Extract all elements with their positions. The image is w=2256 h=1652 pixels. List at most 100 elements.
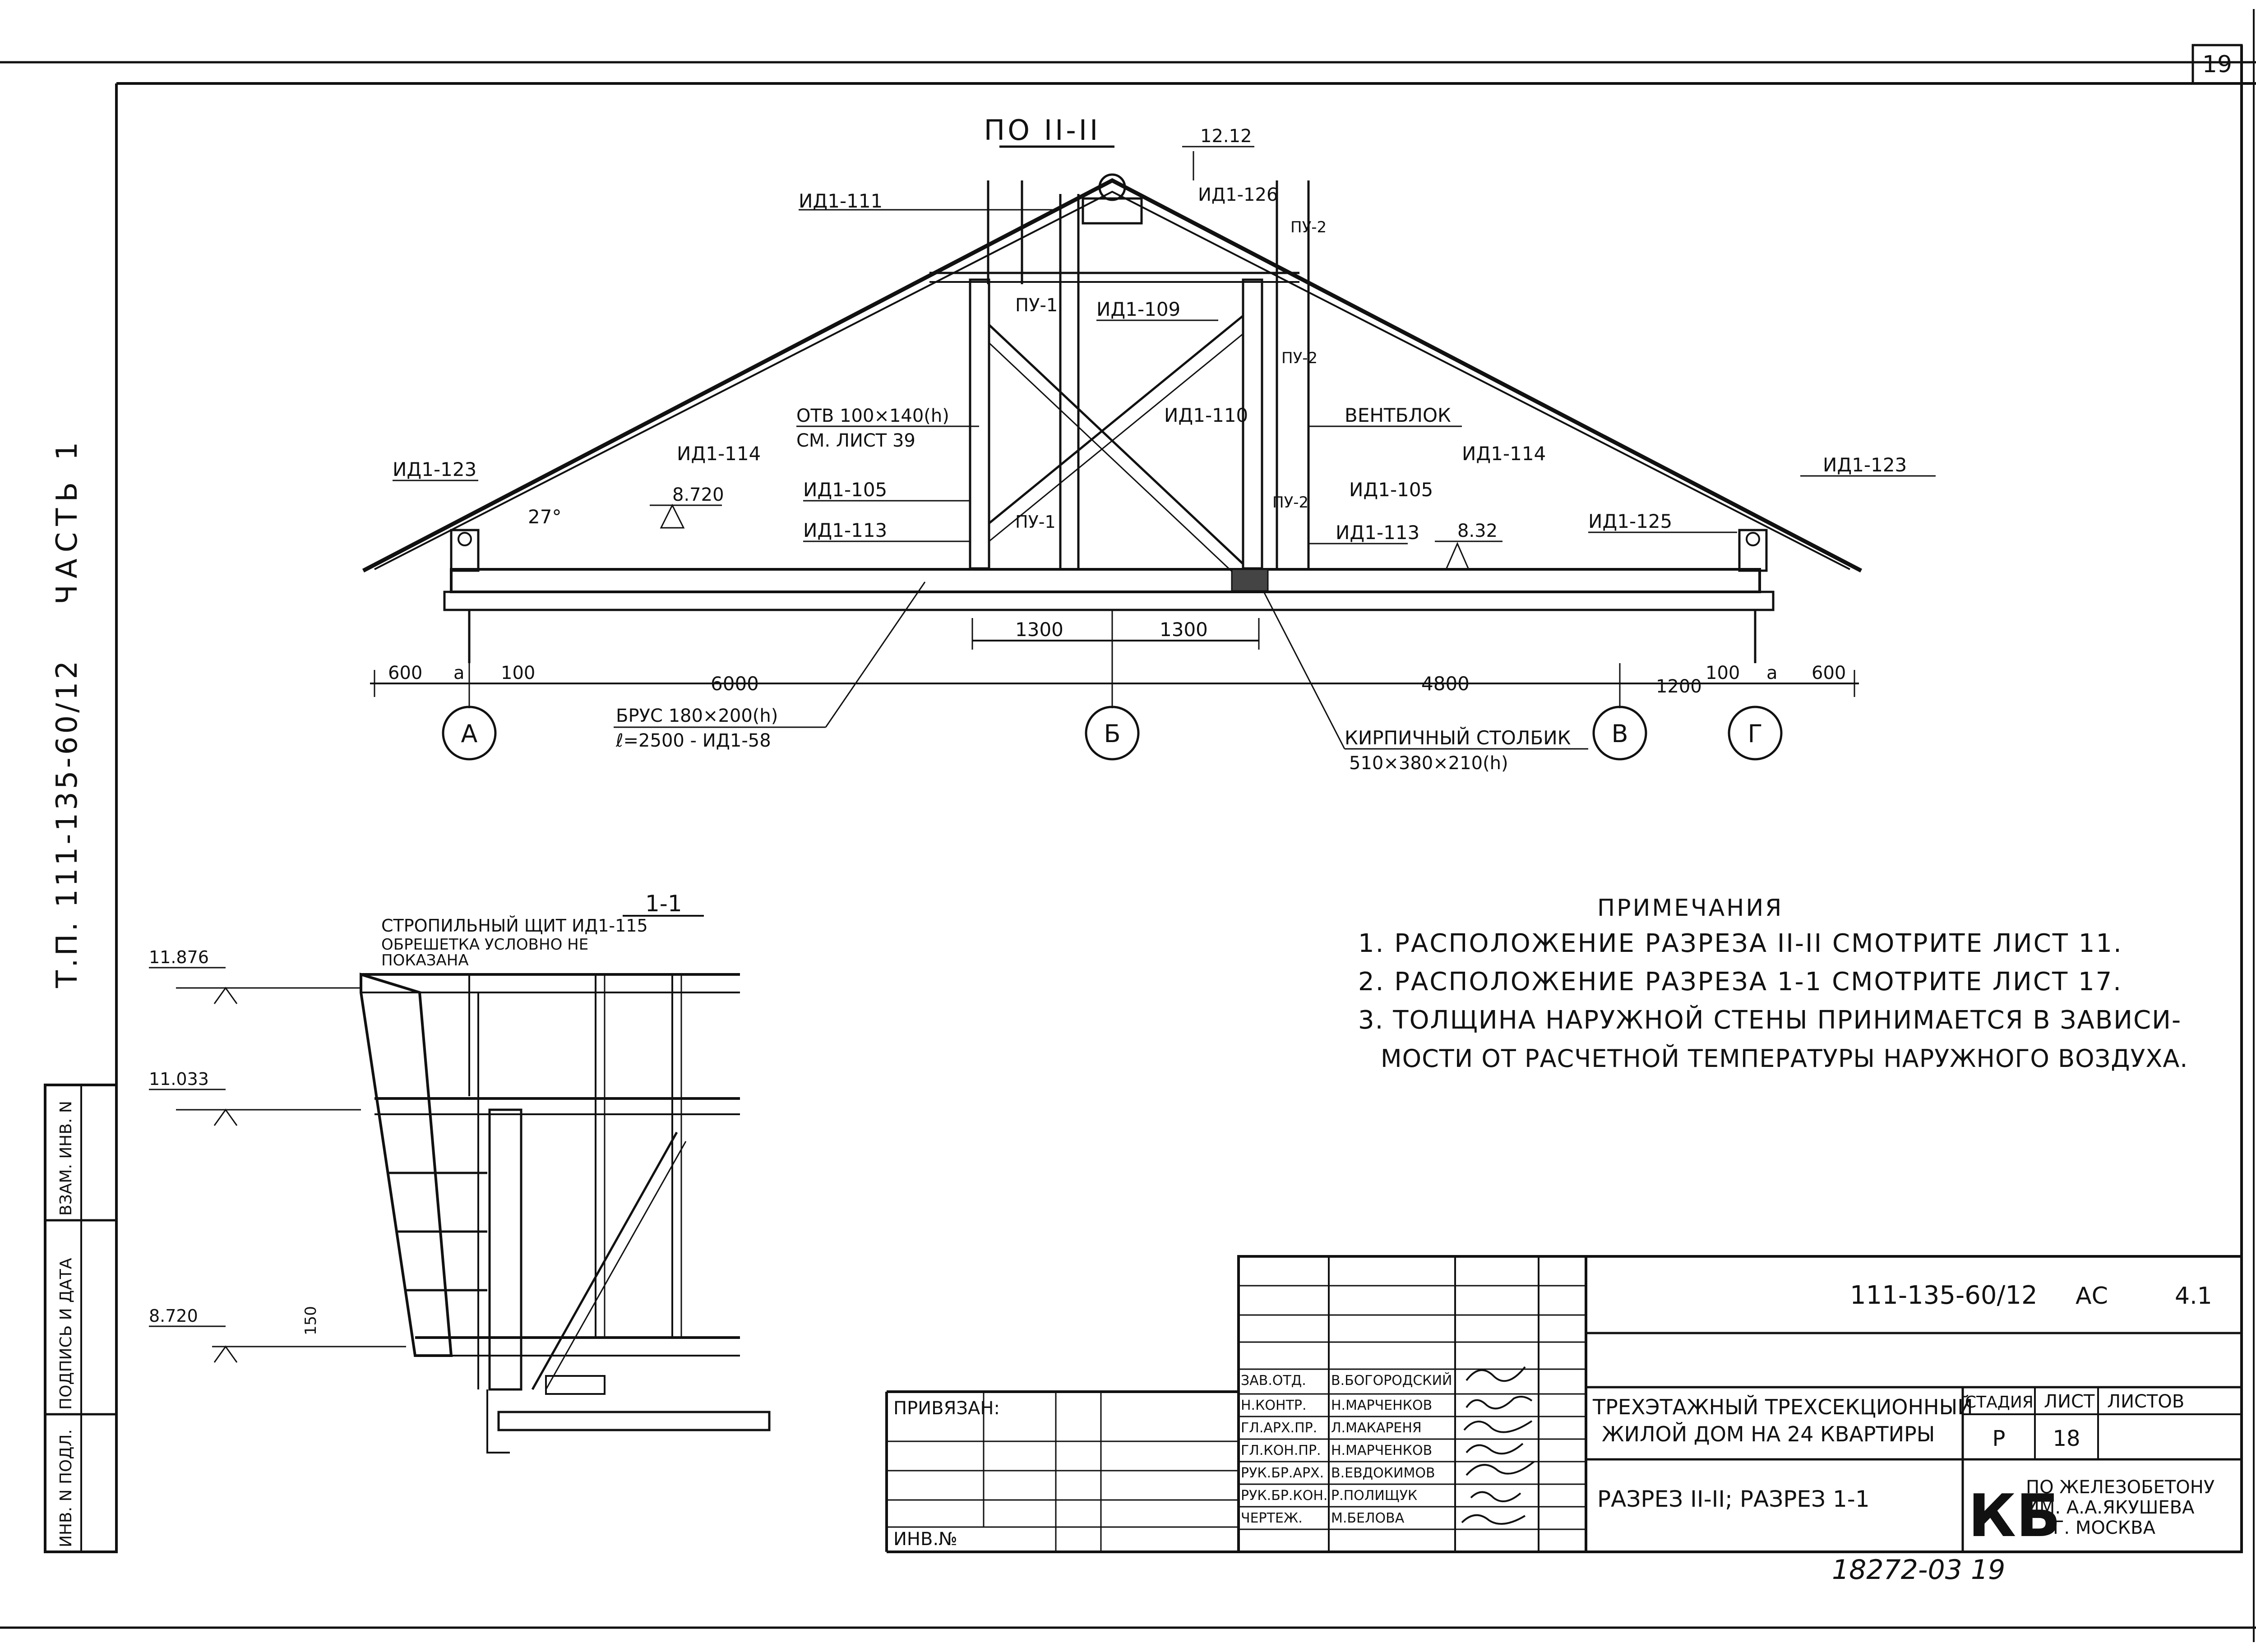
label-pu1b: ПУ-1: [1015, 512, 1056, 532]
tb-role-2: ГЛ.АРХ.ПР.: [1241, 1420, 1317, 1436]
label-id105b: ИД1-105: [1349, 479, 1433, 501]
tb-code: 111-135-60/12: [1850, 1281, 2038, 1310]
axis-b-label: Б: [1104, 720, 1120, 748]
left-strip-inv: ИНВ. N ПОДЛ.: [57, 1429, 75, 1547]
roof-outer: [362, 178, 1863, 572]
ridge-node: [1098, 173, 1126, 201]
tb-building-1: ТРЕХЭТАЖНЫЙ ТРЕХСЕКЦИОННЫЙ: [1592, 1395, 1973, 1419]
label-pu2c: ПУ-2: [1272, 494, 1308, 512]
dim-1300a: 1300: [1015, 618, 1063, 641]
elev-11033: 11.033: [149, 1069, 209, 1089]
tb-role-6: ЧЕРТЕЖ.: [1241, 1510, 1303, 1526]
floor-slab: [450, 568, 1761, 593]
label-otv1: ОТВ 100×140(h): [796, 406, 949, 426]
axis-b: [1085, 706, 1140, 761]
brus-1: БРУС 180×200(h): [616, 706, 778, 726]
label-id125: ИД1-125: [1588, 510, 1672, 532]
kirp-2: 510×380×210(h): [1349, 753, 1508, 774]
label-id114b: ИД1-114: [1462, 443, 1546, 465]
dim-6000: 6000: [711, 673, 759, 695]
notes-title: ПРИМЕЧАНИЯ: [1597, 895, 1783, 922]
tb-name-4: В.ЕВДОКИМОВ: [1331, 1465, 1435, 1481]
tb-sheet-title: РАЗРЕЗ II-II; РАЗРЕЗ 1-1: [1597, 1486, 1870, 1512]
left-strip: ИНВ. N ПОДЛ. ПОДПИСЬ И ДАТА ВЗАМ. ИНВ. N: [44, 1084, 118, 1553]
tb-name-2: Л.МАКАРЕНЯ: [1331, 1420, 1422, 1436]
side-label-part: ЧАСТЬ 1: [51, 436, 84, 605]
tb-role-4: РУК.БР.АРХ.: [1241, 1465, 1324, 1481]
tb-inv: ИНВ.№: [893, 1529, 957, 1550]
label-id113b: ИД1-113: [1336, 521, 1419, 544]
brick-post: [1231, 568, 1269, 592]
label-id126: ИД1-126: [1198, 185, 1278, 205]
elev-floor-right: 8.32: [1457, 521, 1498, 541]
label-id111: ИД1-111: [799, 190, 883, 212]
tb-listov-h: ЛИСТОВ: [2107, 1391, 2184, 1412]
note-1: 1. РАСПОЛОЖЕНИЕ РАЗРЕЗА II-II СМОТРИТЕ Л…: [1358, 929, 2123, 958]
page-number: 19: [2202, 51, 2232, 78]
notes: ПРИМЕЧАНИЯ 1. РАСПОЛОЖЕНИЕ РАЗРЕЗА II-II…: [1358, 895, 2188, 1073]
left-strip-vzam: ВЗАМ. ИНВ. N: [57, 1101, 75, 1216]
tb-name-3: Н.МАРЧЕНКОВ: [1331, 1443, 1432, 1458]
tb-org-2: ИМ. А.А.ЯКУШЕВА: [2026, 1497, 2195, 1518]
dim-150: 150: [302, 1306, 320, 1335]
section-title: ПО II-II: [984, 114, 1101, 147]
section11-label2: ОБРЕШЕТКА УСЛОВНО НЕ: [381, 936, 588, 954]
tb-stage-h: СТАДИЯ: [1965, 1393, 2034, 1412]
elev-11876: 11.876: [149, 947, 209, 967]
tb-sheetref: 4.1: [2175, 1283, 2212, 1310]
side-label-doc: Т.П. 111-135-60/12: [51, 658, 84, 988]
dim-600a: 600: [388, 663, 422, 683]
label-otv2: СМ. ЛИСТ 39: [796, 430, 915, 451]
title-block: 111-135-60/12 АС 4.1 ПРИВЯЗАН: ИНВ.№ ЗАВ…: [885, 1255, 2243, 1553]
axis-a-label: А: [461, 720, 478, 748]
tb-name-1: Н.МАРЧЕНКОВ: [1331, 1398, 1432, 1413]
note-2: 2. РАСПОЛОЖЕНИЕ РАЗРЕЗА 1-1 СМОТРИТЕ ЛИС…: [1358, 967, 2122, 997]
tb-kb: КБ: [1968, 1481, 2061, 1550]
label-id109: ИД1-109: [1096, 298, 1180, 320]
dim-100b: 100: [1706, 663, 1740, 683]
tb-role-1: Н.КОНТР.: [1241, 1398, 1307, 1413]
label-pu1a: ПУ-1: [1015, 295, 1058, 316]
elev-8720: 8.720: [149, 1306, 198, 1326]
note-4: МОСТИ ОТ РАСЧЕТНОЙ ТЕМПЕРАТУРЫ НАРУЖНОГО…: [1381, 1044, 2188, 1073]
tb-building-2: ЖИЛОЙ ДОМ НА 24 КВАРТИРЫ: [1602, 1422, 1935, 1446]
dim-4800: 4800: [1421, 673, 1470, 695]
tb-privyazan: ПРИВЯЗАН:: [893, 1398, 1000, 1419]
stamp-number: 18272-03 19: [1832, 1554, 2005, 1586]
tb-ac: АС: [2076, 1283, 2108, 1310]
section-ii-ii: ПО II-II ИД: [362, 114, 1936, 774]
label-ventblok: ВЕНТБЛОК: [1345, 404, 1451, 426]
label-id123b: ИД1-123: [1823, 454, 1907, 476]
elev-ridge: 12.12: [1200, 126, 1252, 147]
tb-name-6: М.БЕЛОВА: [1331, 1510, 1405, 1526]
label-id113a: ИД1-113: [803, 519, 887, 541]
label-id110: ИД1-110: [1164, 404, 1248, 426]
note-3: 3. ТОЛЩИНА НАРУЖНОЙ СТЕНЫ ПРИНИМАЕТСЯ В …: [1358, 1005, 2182, 1035]
page-number-box: [2191, 44, 2243, 85]
tb-list-h: ЛИСТ: [2044, 1391, 2095, 1412]
label-id123a: ИД1-123: [393, 458, 476, 480]
section11-title: 1-1: [645, 891, 682, 917]
section11-label3: ПОКАЗАНА: [381, 951, 469, 969]
section11-label1: СТРОПИЛЬНЫЙ ЩИТ ИД1-115: [381, 916, 648, 936]
label-pu2a: ПУ-2: [1290, 218, 1327, 236]
kirp-1: КИРПИЧНЫЙ СТОЛБИК: [1345, 726, 1571, 749]
axis-g: [1728, 706, 1783, 761]
elev-floor-left: 8.720: [672, 485, 724, 505]
signatures: [1461, 1366, 1535, 1525]
dim-1200: 1200: [1656, 676, 1702, 697]
dim-100a: 100: [501, 663, 535, 683]
axis-v: [1592, 706, 1647, 761]
dim-a2: а: [1766, 663, 1778, 683]
angle-label: 27°: [528, 506, 561, 528]
section-1-1: 1-1 СТРОПИЛЬНЫЙ ЩИТ ИД1-115 ОБРЕШЕТКА УС…: [149, 891, 771, 1454]
dim-a1: а: [453, 663, 465, 683]
dim-600b: 600: [1812, 663, 1846, 683]
floor-panel: [443, 591, 1775, 611]
tb-role-5: РУК.БР.КОН.: [1241, 1488, 1327, 1504]
axis-g-label: Г: [1748, 720, 1763, 748]
label-id105a: ИД1-105: [803, 479, 887, 501]
axis-v-label: В: [1611, 720, 1628, 748]
tb-role-3: ГЛ.КОН.ПР.: [1241, 1443, 1321, 1458]
